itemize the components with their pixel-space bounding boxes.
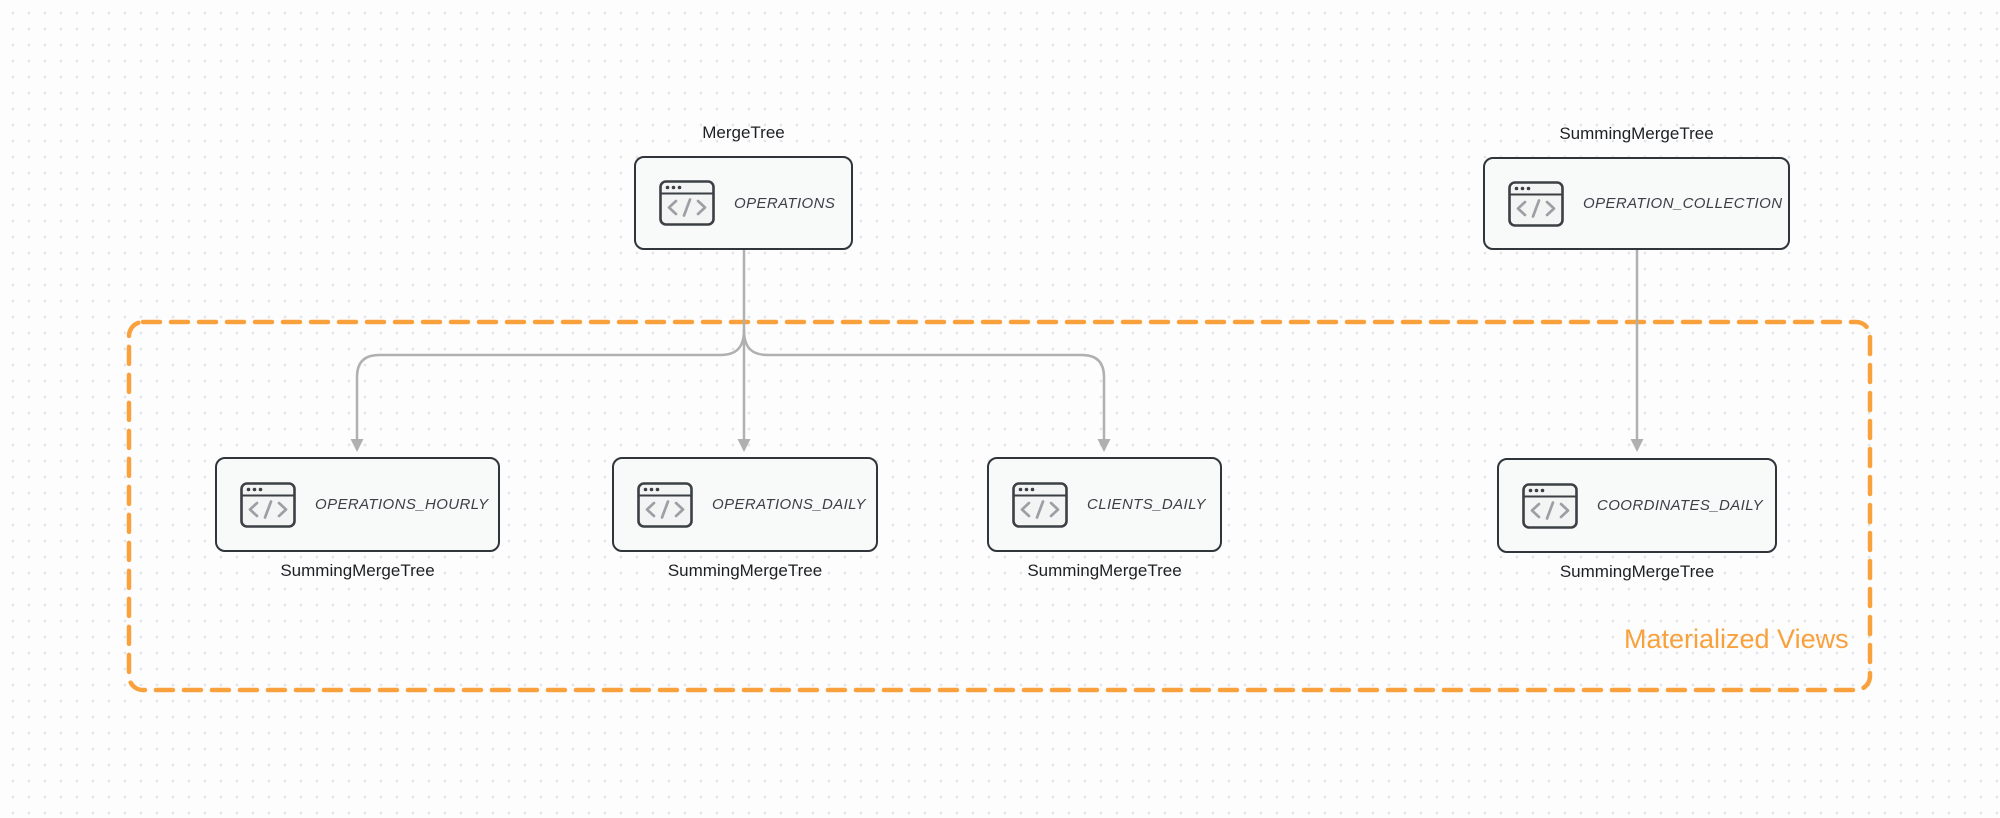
node-operations-hourly[interactable]: OPERATIONS_HOURLY [215, 457, 500, 552]
node-title: CLIENTS_DAILY [1087, 496, 1206, 513]
code-window-icon [659, 180, 715, 226]
code-window-icon [240, 481, 296, 528]
engine-label: SummingMergeTree [1559, 562, 1715, 581]
code-window-icon [1522, 482, 1578, 529]
engine-label: SummingMergeTree [1559, 124, 1714, 143]
engine-label: SummingMergeTree [1027, 561, 1182, 580]
node-title: OPERATIONS [734, 194, 836, 212]
edge-operations-to-operations-hourly [350, 329, 746, 452]
node-clients-daily[interactable]: CLIENTS_DAILY [987, 457, 1222, 552]
code-window-icon [637, 481, 693, 528]
engine-label: SummingMergeTree [280, 561, 435, 580]
materialized-views-group-label: Materialized Views [1624, 624, 1849, 654]
node-title: OPERATIONS_DAILY [712, 496, 866, 513]
node-operation-collection[interactable]: OPERATION_COLLECTION [1483, 157, 1790, 250]
code-window-icon [1012, 481, 1068, 528]
node-operations-daily[interactable]: OPERATIONS_DAILY [612, 457, 878, 552]
node-title: OPERATION_COLLECTION [1583, 195, 1783, 212]
code-window-icon [1508, 180, 1564, 227]
edge-operations-to-clients-daily [742, 329, 1111, 452]
node-coordinates-daily[interactable]: COORDINATES_DAILY [1497, 458, 1777, 553]
node-title: COORDINATES_DAILY [1597, 497, 1764, 514]
engine-label: MergeTree [702, 123, 785, 142]
node-operations[interactable]: OPERATIONS [634, 156, 853, 250]
node-title: OPERATIONS_HOURLY [315, 496, 489, 513]
engine-label: SummingMergeTree [667, 561, 823, 580]
